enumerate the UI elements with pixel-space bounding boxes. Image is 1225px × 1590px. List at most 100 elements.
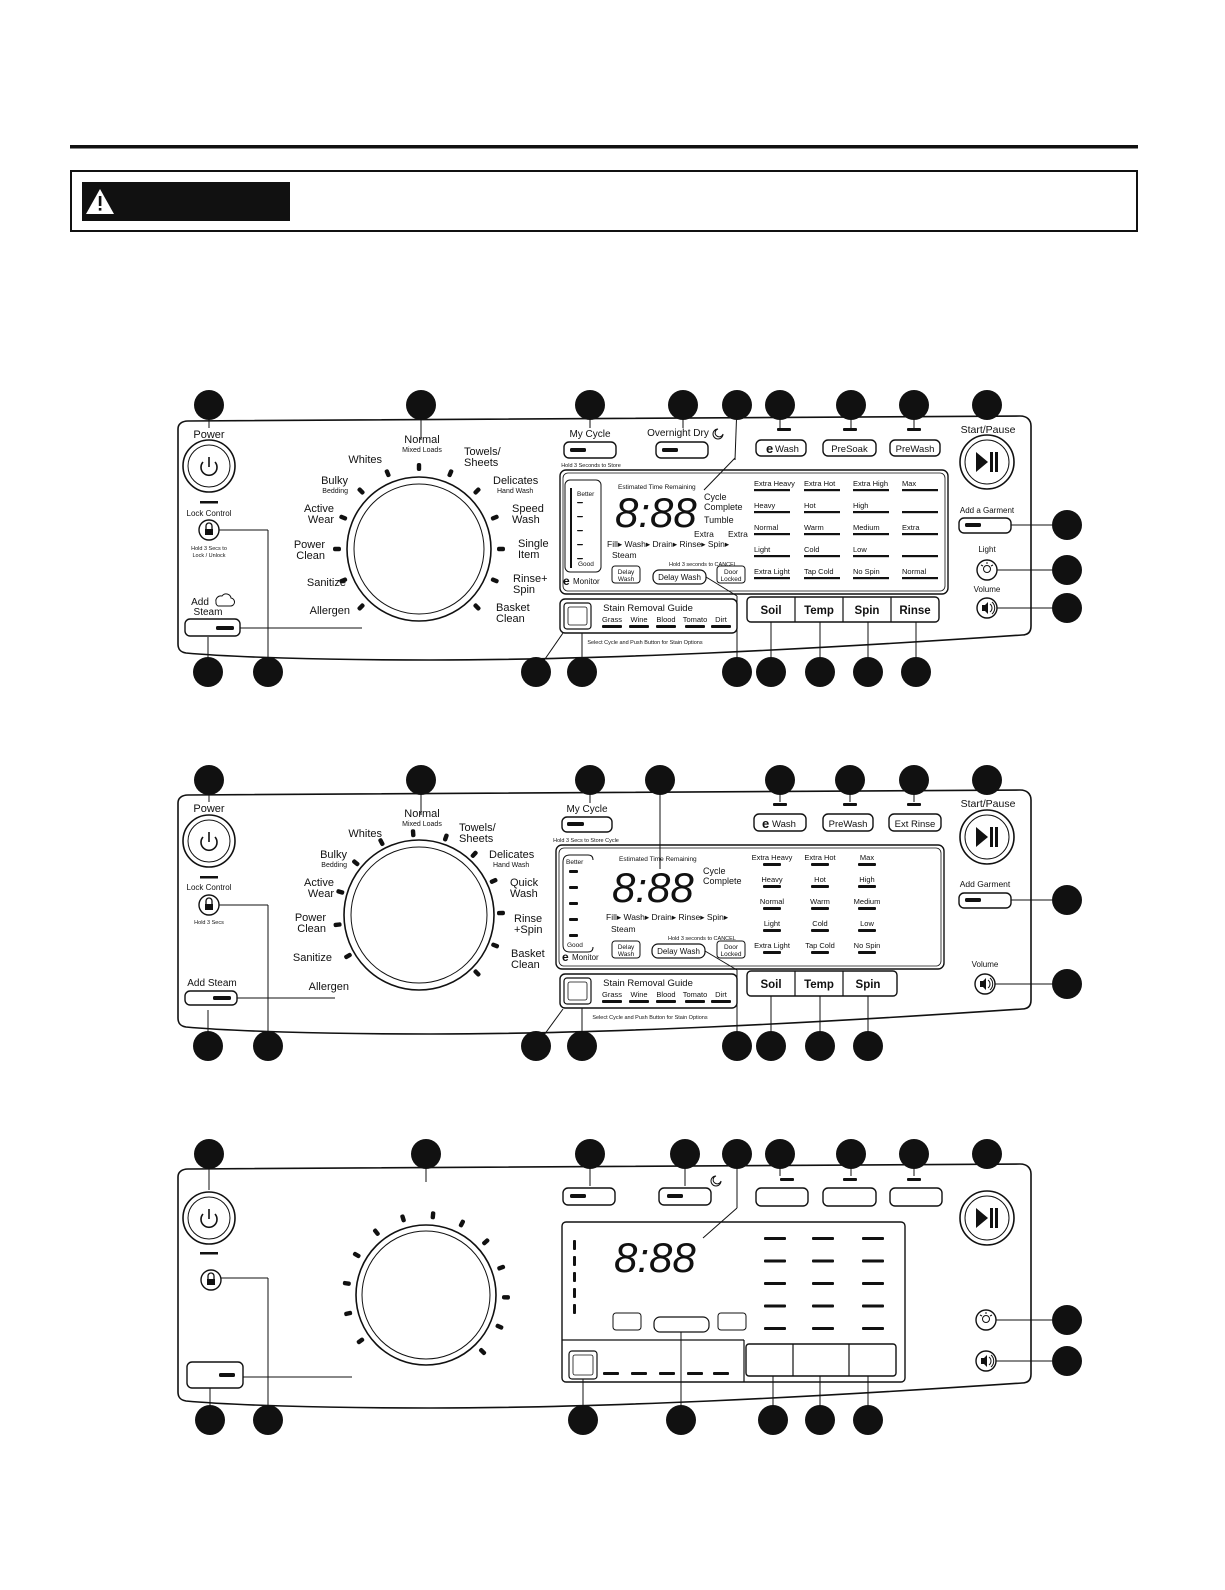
callout-marker — [195, 1405, 225, 1435]
prewash-button[interactable] — [889, 439, 941, 457]
speaker-icon — [982, 601, 996, 615]
option-label: Cold — [804, 545, 819, 554]
option-indicator — [812, 1259, 834, 1263]
ewash-button[interactable] — [755, 439, 807, 457]
cycle-label: Power — [294, 539, 326, 551]
callout-marker — [194, 390, 224, 420]
overnight-dry-label: Overnight Dry — [647, 428, 709, 439]
cycle-label: Whites — [348, 454, 382, 466]
overnight-dry-indicator — [667, 1194, 683, 1198]
start-pause-button[interactable] — [959, 1190, 1015, 1246]
power-button[interactable] — [182, 439, 236, 493]
cycle-dial[interactable] — [343, 839, 495, 991]
lock-hold-text-2: Lock / Unlock — [192, 553, 225, 559]
overnight-dry-button[interactable] — [658, 1187, 712, 1206]
delay-wash-button[interactable] — [653, 1316, 710, 1333]
cycle-label-2: Spin — [513, 584, 535, 596]
power-button-inner — [187, 1196, 231, 1240]
ewash-button[interactable] — [755, 1187, 809, 1207]
cycle-label-2: Clean — [297, 923, 326, 935]
option-label: Extra Heavy — [754, 479, 795, 488]
delay-wash-label: Delay Wash — [658, 573, 701, 582]
option-indicator — [804, 489, 840, 492]
emonitor-better: Better — [566, 859, 584, 866]
stain-guide-button[interactable] — [563, 977, 592, 1005]
dial-position-dot — [339, 577, 348, 584]
callout-marker — [722, 390, 752, 420]
callout-marker — [899, 390, 929, 420]
panel-2: Power Lock Control Hold 3 Secs Add Steam… — [177, 789, 1052, 1035]
panel-3: 8:88 — [177, 1163, 1052, 1409]
display-panel — [561, 1221, 906, 1383]
cycle-dial[interactable] — [346, 476, 492, 622]
my-cycle-button[interactable] — [563, 441, 617, 459]
cycle-label: Bulky — [320, 849, 347, 861]
monitor-segment — [577, 530, 583, 532]
status-row: Fill▸ Wash▸ Drain▸ Rinse▸ Spin▸ — [606, 912, 729, 922]
prewash-button[interactable] — [822, 813, 874, 832]
power-button[interactable] — [182, 814, 236, 868]
dial-position-dot — [491, 942, 500, 949]
cycle-label: Single — [518, 538, 549, 550]
start-pause-button[interactable] — [959, 809, 1015, 865]
add-steam-indicator — [213, 996, 231, 1000]
option-indicator — [902, 577, 938, 580]
ewash-e-icon: e — [762, 816, 769, 831]
panel-3-outline — [177, 1163, 1032, 1409]
dial-position-dot — [490, 514, 499, 521]
stain-label: Dirt — [715, 990, 728, 999]
cycle-label-2: Sheets — [464, 457, 499, 469]
callout-marker — [805, 1031, 835, 1061]
my-cycle-button[interactable] — [562, 1187, 616, 1206]
light-bulb-icon — [979, 1312, 993, 1323]
power-button[interactable] — [182, 1191, 236, 1245]
prewash-button[interactable] — [889, 1187, 943, 1207]
ext-rinse-button[interactable] — [888, 813, 942, 832]
option-indicator — [754, 577, 790, 580]
callout-marker — [756, 1031, 786, 1061]
callout-marker — [722, 1031, 752, 1061]
start-pause-button[interactable] — [959, 434, 1015, 490]
cycle-label: Basket — [511, 948, 545, 960]
emonitor-label: Monitor — [572, 953, 599, 962]
add-steam-button[interactable] — [186, 1361, 244, 1389]
dial-position-dot — [336, 889, 345, 895]
option-label: Extra Light — [754, 567, 791, 576]
cycle-label: Normal — [404, 434, 439, 446]
status-row: Fill▸ Wash▸ Drain▸ Rinse▸ Spin▸ — [607, 539, 730, 549]
power-button-inner — [187, 444, 231, 488]
temp-button[interactable] — [794, 1345, 849, 1375]
ewash-button[interactable] — [753, 813, 807, 832]
spin-button[interactable] — [850, 1345, 895, 1375]
callout-marker — [253, 657, 283, 687]
option-label: Light — [754, 545, 771, 554]
overnight-dry-button[interactable] — [655, 441, 709, 459]
cycle-sublabel: Bedding — [321, 862, 347, 869]
cycle-sublabel: Bedding — [322, 488, 348, 495]
presoak-button[interactable] — [822, 1187, 877, 1207]
cycle-label: Rinse+ — [513, 573, 548, 585]
option-label: Low — [853, 545, 867, 554]
option-label: Hot — [814, 875, 827, 884]
soil-button[interactable] — [747, 1345, 793, 1375]
my-cycle-button[interactable] — [561, 816, 613, 833]
option-label: Heavy — [761, 875, 783, 884]
cycle-dial[interactable] — [355, 1224, 497, 1366]
option-buttons-row — [746, 970, 898, 997]
option-indicator — [811, 907, 829, 910]
dial-position-dot — [447, 469, 454, 478]
door-locked-label: Door — [724, 569, 739, 576]
prewash-indicator — [907, 428, 921, 431]
callout-marker — [1052, 510, 1082, 540]
cycle-dial-inner — [350, 846, 488, 984]
callout-marker — [666, 1405, 696, 1435]
option-label: High — [853, 501, 868, 510]
callout-marker — [805, 657, 835, 687]
lock-control-button[interactable] — [200, 1269, 222, 1291]
door-locked-label: Door — [724, 944, 739, 951]
stain-note: Select Cycle and Push Button for Stain O… — [592, 1015, 708, 1021]
dial-dots — [333, 829, 505, 977]
presoak-button[interactable] — [822, 439, 877, 457]
stain-guide-button[interactable] — [563, 602, 592, 630]
